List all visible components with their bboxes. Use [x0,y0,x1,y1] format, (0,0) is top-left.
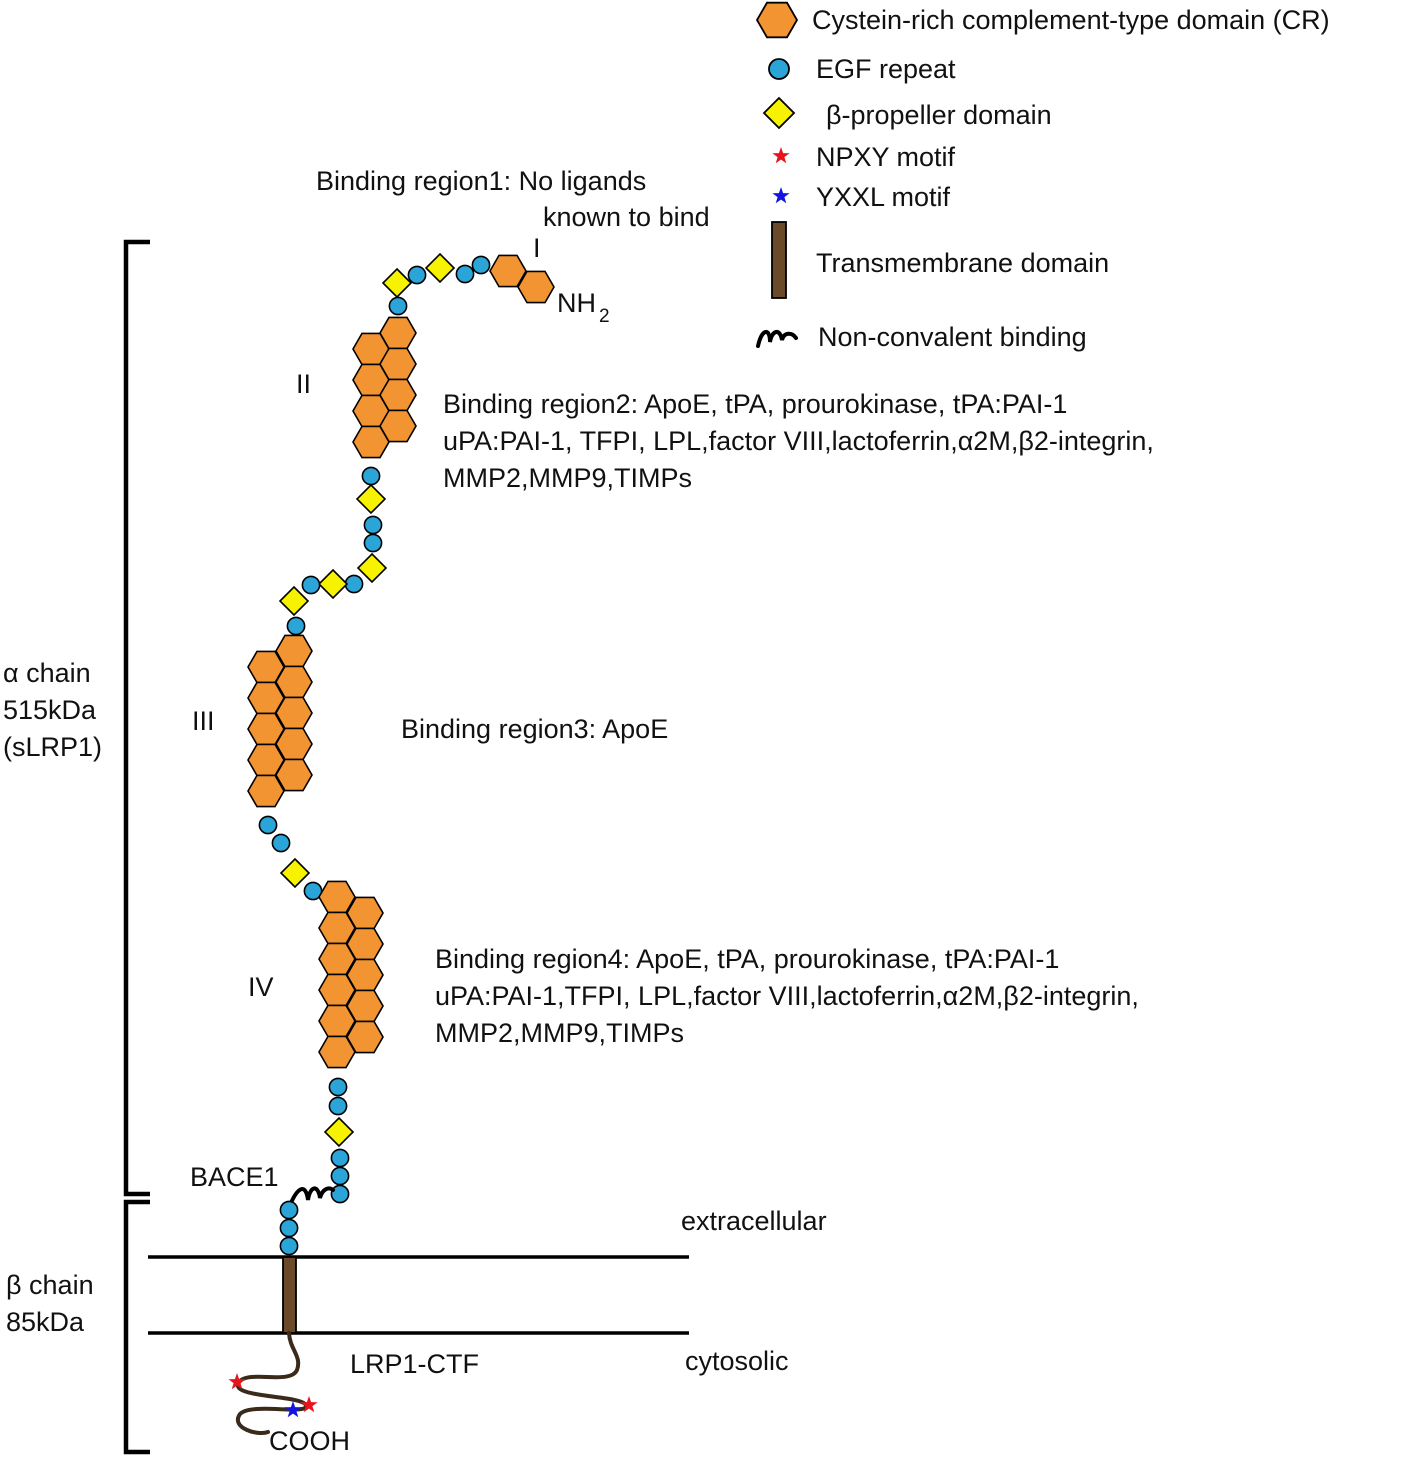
region-4-domains [318,880,384,1204]
region-2-text-line1: Binding region2: ApoE, tPA, prourokinase… [443,389,1067,419]
legend: Cystein-rich complement-type domain (CR)… [755,1,1330,352]
nh-label: NH [557,288,596,318]
region-4-text-line3: MMP2,MMP9,TIMPs [435,1018,684,1048]
region-1-domains [382,253,555,316]
cytosolic-label: cytosolic [685,1346,789,1376]
region-4-roman: IV [248,972,274,1002]
alpha-chain-name: (sLRP1) [3,732,102,762]
bace1-label: BACE1 [190,1162,279,1192]
region-3-text: Binding region3: ApoE [401,714,668,744]
region-3-domains [247,634,323,901]
alpha-bracket [123,239,150,1197]
region-1-text-line1: Binding region1: No ligands [316,166,646,196]
beta-chain-mass: 85kDa [6,1307,85,1337]
transmembrane-domain [282,1256,297,1334]
nh2-terminus: NH 2 [557,288,610,327]
beta-chain-egf-repeats [279,1200,299,1256]
region-1-text-line2: known to bind [543,202,710,232]
legend-propeller-label: β-propeller domain [826,100,1052,130]
legend-noncov-label: Non-convalent binding [818,322,1087,352]
legend-cr-icon [755,1,799,39]
alpha-chain-label: α chain [3,658,91,688]
region-2-domains [279,316,417,636]
cytosolic-tail [235,1331,308,1435]
legend-npxy-label: NPXY motif [816,142,956,172]
cooh-terminus: COOH [269,1426,350,1456]
legend-npxy-icon [772,147,790,164]
region-3-roman: III [192,706,215,736]
beta-bracket [123,1199,150,1455]
extracellular-label: extracellular [681,1206,827,1236]
legend-yxxl-icon [772,187,790,204]
beta-chain-label: β chain [6,1270,94,1300]
nh-subscript: 2 [599,306,610,327]
legend-cr-label: Cystein-rich complement-type domain (CR) [812,5,1330,35]
region-2-text-line2: uPA:PAI-1, TFPI, LPL,factor VIII,lactofe… [443,426,1154,456]
legend-egf-icon [768,58,790,80]
lrp1-ctf-label: LRP1-CTF [350,1349,479,1379]
legend-propeller-icon [762,96,796,130]
legend-tm-label: Transmembrane domain [816,248,1109,278]
region-2-text-line3: MMP2,MMP9,TIMPs [443,463,692,493]
region-4-text-line1: Binding region4: ApoE, tPA, prourokinase… [435,944,1059,974]
region-4-text-line2: uPA:PAI-1,TFPI, LPL,factor VIII,lactofer… [435,981,1139,1011]
legend-yxxl-label: YXXL motif [816,182,951,212]
legend-noncov-icon [756,330,798,348]
noncovalent-binding-icon [286,1186,335,1212]
legend-tm-icon [771,221,787,299]
region-2-roman: II [296,369,311,399]
region-1-roman: I [533,233,541,263]
legend-egf-label: EGF repeat [816,54,956,84]
alpha-chain-mass: 515kDa [3,695,97,725]
